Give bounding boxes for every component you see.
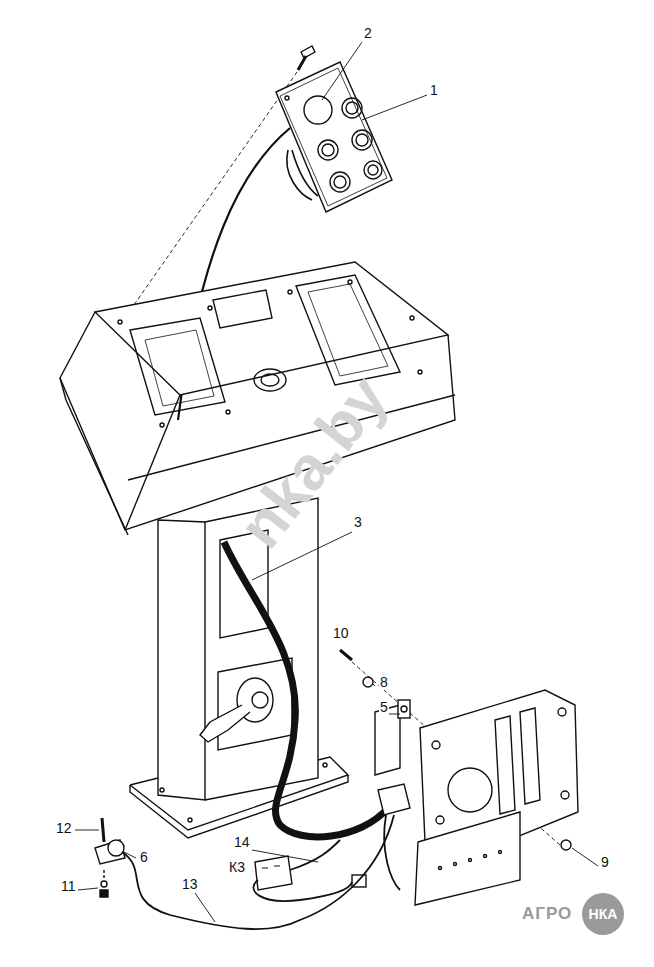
callout-number: 10 xyxy=(332,625,350,641)
callout-number: 2 xyxy=(363,25,373,41)
relay xyxy=(375,700,410,775)
connector xyxy=(255,856,292,890)
callout-number: 3 xyxy=(353,514,363,530)
wire xyxy=(253,880,352,901)
callout-number: 12 xyxy=(55,820,73,836)
screw xyxy=(298,46,315,70)
pedestal xyxy=(130,498,348,838)
logo-text: НКА xyxy=(582,893,624,935)
wire xyxy=(384,815,400,890)
leader-line xyxy=(75,42,598,922)
callout-number: 5 xyxy=(379,699,389,715)
connector-name: К3 xyxy=(228,859,246,875)
callout-number: 14 xyxy=(233,834,251,850)
callout-number: 8 xyxy=(379,674,389,690)
callout-number: 1 xyxy=(429,82,439,98)
screw xyxy=(340,650,352,660)
callout-number: 13 xyxy=(181,876,199,892)
connector xyxy=(378,784,410,815)
wire xyxy=(122,815,394,929)
washer xyxy=(363,677,373,687)
logo-text: АГРО xyxy=(522,906,572,922)
bracket xyxy=(415,690,578,905)
sensor xyxy=(95,818,125,897)
watermark: nka.by xyxy=(228,365,399,559)
callout-number: 6 xyxy=(139,849,149,865)
callout-number: 9 xyxy=(600,854,610,870)
switch-panel xyxy=(276,62,392,212)
cable xyxy=(224,542,388,837)
wire xyxy=(290,840,340,870)
callout-number: 11 xyxy=(60,878,77,894)
wire xyxy=(287,150,318,200)
